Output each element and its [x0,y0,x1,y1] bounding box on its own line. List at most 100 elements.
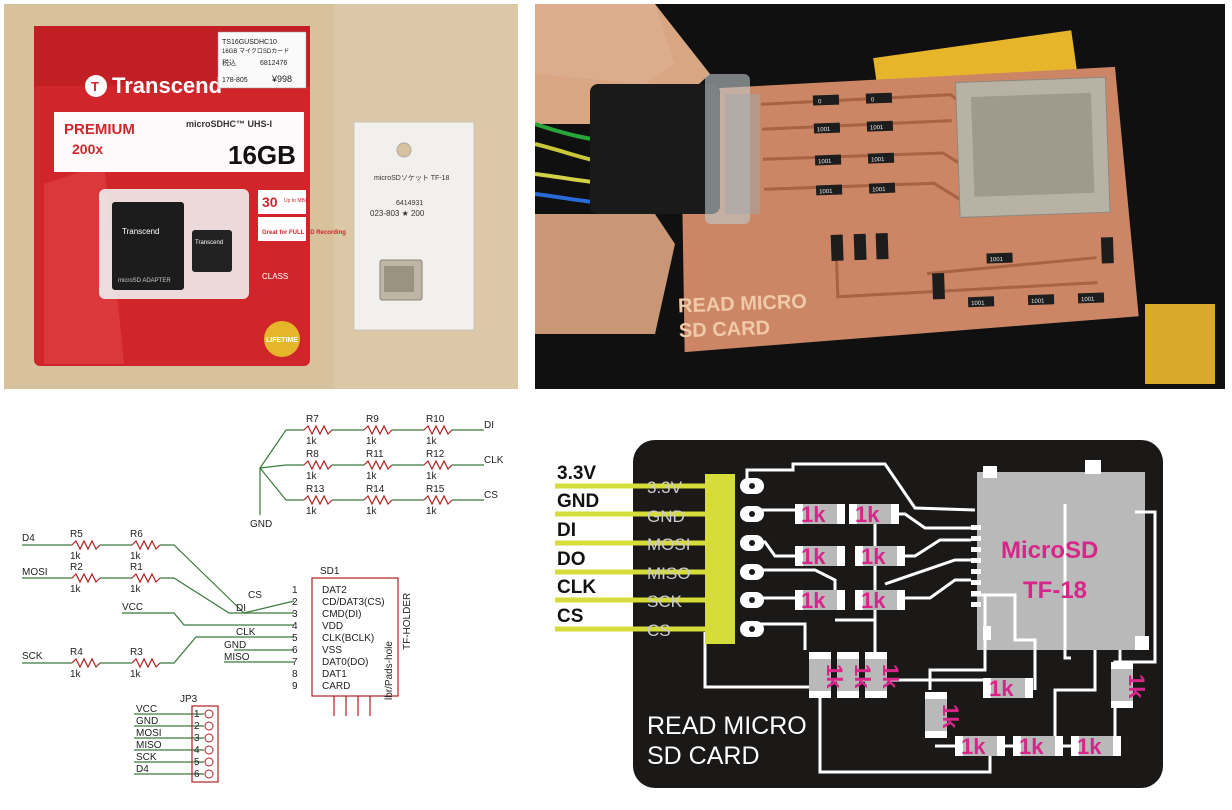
adapter-label: microSD ADAPTER [118,278,171,284]
svg-text:MISO: MISO [647,564,690,583]
svg-text:1k: 1k [130,669,142,680]
pin-header [705,474,735,644]
svg-text:1k: 1k [801,588,826,613]
svg-text:1k: 1k [70,551,82,562]
svg-text:R12: R12 [426,449,445,460]
svg-text:1k: 1k [306,506,318,517]
lifetime-badge [264,321,300,357]
speed-unit: Up to MB/s [284,198,309,204]
svg-text:1001: 1001 [971,301,985,307]
svg-text:lbr/Pads-hole: lbr/Pads-hole [384,641,395,700]
svg-text:VCC: VCC [122,602,143,613]
svg-text:1k: 1k [70,669,82,680]
svg-text:7: 7 [292,657,298,668]
resistor-footprints: 1k 1k 1k 1k 1k 1k 1k 1k 1k 1k 1k 1k 1k 1… [795,502,1149,759]
board-title-line1: READ MICRO [647,712,807,740]
svg-text:1001: 1001 [1081,297,1095,303]
pin-connector [590,74,760,224]
svg-text:SCK: SCK [647,592,683,611]
chip-part: TF-18 [1023,577,1087,604]
svg-text:6: 6 [292,645,298,656]
svg-text:CS: CS [248,590,262,601]
svg-text:GND: GND [136,716,158,727]
svg-text:R6: R6 [130,529,143,540]
svg-text:9: 9 [292,681,298,692]
resistor-mark: 0 [818,99,822,105]
card-type: microSDHC™ UHS-I [186,119,272,129]
price-sticker: TS16GUSDHC10 16GB マイクロSDカード 税込 6812476 1… [217,31,307,89]
svg-text:1k: 1k [801,544,826,569]
silk-pin-names: 3.3V GND MOSI MISO SCK CS [647,478,690,640]
svg-text:1001: 1001 [871,157,885,163]
svg-text:VDD: VDD [322,621,343,632]
svg-text:CLK: CLK [484,455,504,466]
board-photo: 0 0 1001 1001 1001 1001 1001 1001 1001 1… [535,4,1225,389]
board-silk-line2: SD CARD [679,317,771,342]
svg-text:3: 3 [292,609,298,620]
svg-text:1k: 1k [70,584,82,595]
pin-leads [555,483,710,632]
svg-text:TS16GUSDHC10: TS16GUSDHC10 [222,39,277,46]
svg-text:1k: 1k [130,584,142,595]
svg-text:1k: 1k [426,436,438,447]
svg-text:DAT2: DAT2 [322,585,347,596]
svg-text:LIFETIME: LIFETIME [266,337,298,344]
svg-text:1001: 1001 [817,127,831,133]
svg-text:3.3V: 3.3V [647,478,683,497]
svg-text:¥998: ¥998 [271,74,292,84]
header-pads [740,478,764,637]
svg-text:1k: 1k [130,551,142,562]
svg-text:R8: R8 [306,449,319,460]
svg-text:DI: DI [557,520,576,541]
svg-text:1k: 1k [938,704,963,729]
svg-text:D4: D4 [22,533,35,544]
svg-text:1k: 1k [306,436,318,447]
svg-text:1: 1 [194,709,200,720]
svg-text:DAT1: DAT1 [322,669,347,680]
svg-text:6812476: 6812476 [260,60,287,67]
fullhd-label: Great for FULL HD Recording [262,230,346,236]
svg-text:CLK: CLK [557,577,596,598]
svg-text:R11: R11 [366,449,384,460]
svg-text:MISO: MISO [224,652,250,663]
svg-text:1k: 1k [822,664,847,689]
svg-text:1k: 1k [855,502,880,527]
svg-text:SCK: SCK [22,651,43,662]
svg-text:DI: DI [236,603,246,614]
svg-text:TF-HOLDER: TF-HOLDER [402,593,413,650]
chip-name: MicroSD [1001,537,1098,564]
svg-text:R13: R13 [306,484,325,495]
svg-text:CMD(DI): CMD(DI) [322,609,361,620]
svg-text:SCK: SCK [136,752,157,763]
svg-text:MOSI: MOSI [22,567,48,578]
svg-text:DI: DI [484,420,494,431]
svg-text:R9: R9 [366,414,379,425]
svg-text:D4: D4 [136,764,149,775]
svg-text:CS: CS [557,606,583,627]
socket-price: 023-803 ★ 200 [370,209,425,218]
svg-text:R7: R7 [306,414,319,425]
svg-text:4: 4 [292,621,298,632]
svg-text:税込: 税込 [222,58,236,67]
card-capacity: 16GB [228,140,296,170]
svg-text:1001: 1001 [818,159,832,165]
socket-package: microSDソケット TF-18 6414931 023-803 ★ 200 [353,121,475,331]
sd-adapter [112,202,184,290]
svg-text:GND: GND [557,491,599,512]
svg-text:5: 5 [292,633,298,644]
socket-code: 6414931 [396,200,423,207]
packages-photo: T Transcend PREMIUM 200x microSDHC™ UHS-… [4,4,518,389]
svg-text:MISO: MISO [136,740,162,751]
svg-text:1k: 1k [1019,734,1044,759]
svg-text:1: 1 [292,585,298,596]
svg-text:CS: CS [647,621,671,640]
svg-text:DAT0(DO): DAT0(DO) [322,657,368,668]
svg-text:R5: R5 [70,529,83,540]
card-line: PREMIUM [64,121,135,138]
svg-text:R3: R3 [130,647,143,658]
svg-text:2: 2 [194,721,200,732]
speed-class: 30 [262,194,278,210]
svg-text:1k: 1k [801,502,826,527]
svg-text:MOSI: MOSI [136,728,162,739]
